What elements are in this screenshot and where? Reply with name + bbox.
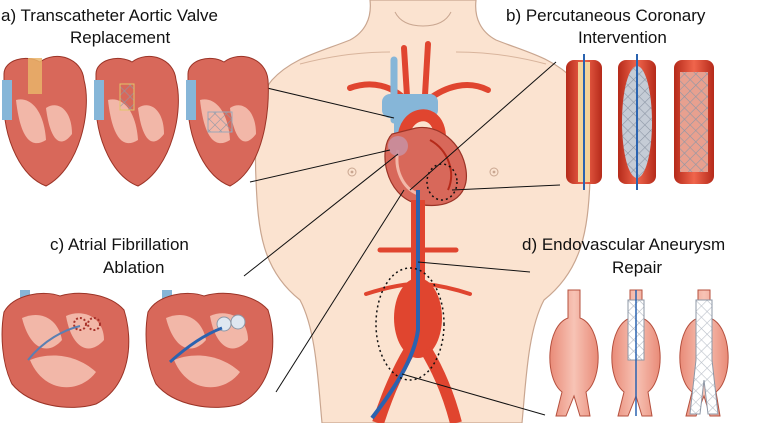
panel-c-af-ablation: c) Atrial Fibrillation Ablation bbox=[2, 235, 273, 407]
aneurysm-stent-graft-illustration bbox=[680, 290, 728, 416]
panel-c-title-line1: c) Atrial Fibrillation bbox=[50, 235, 189, 254]
stent-illustration bbox=[674, 60, 714, 184]
panel-a-title-line2: Replacement bbox=[70, 28, 170, 47]
aneurysm-stent-graft-illustration bbox=[550, 290, 598, 416]
stent-illustration bbox=[618, 54, 656, 190]
panel-a-tavr: a) Transcatheter Aortic Valve Replacemen… bbox=[1, 6, 268, 186]
heart-cutaway-illustration bbox=[2, 56, 86, 186]
heart-cutaway-illustration bbox=[94, 56, 178, 186]
panel-c-title-line2: Ablation bbox=[103, 258, 164, 277]
stent-illustration bbox=[566, 54, 602, 190]
aneurysm-stent-graft-illustration bbox=[612, 290, 660, 416]
panel-b-title-line1: b) Percutaneous Coronary bbox=[506, 6, 706, 25]
panel-d-title-line2: Repair bbox=[612, 258, 662, 277]
panel-a-title-line1: a) Transcatheter Aortic Valve bbox=[1, 6, 218, 25]
heart-cutaway-illustration bbox=[146, 290, 273, 407]
panel-b-title-line2: Intervention bbox=[578, 28, 667, 47]
heart-cutaway-illustration bbox=[2, 290, 129, 407]
panel-d-title-line1: d) Endovascular Aneurysm bbox=[522, 235, 725, 254]
